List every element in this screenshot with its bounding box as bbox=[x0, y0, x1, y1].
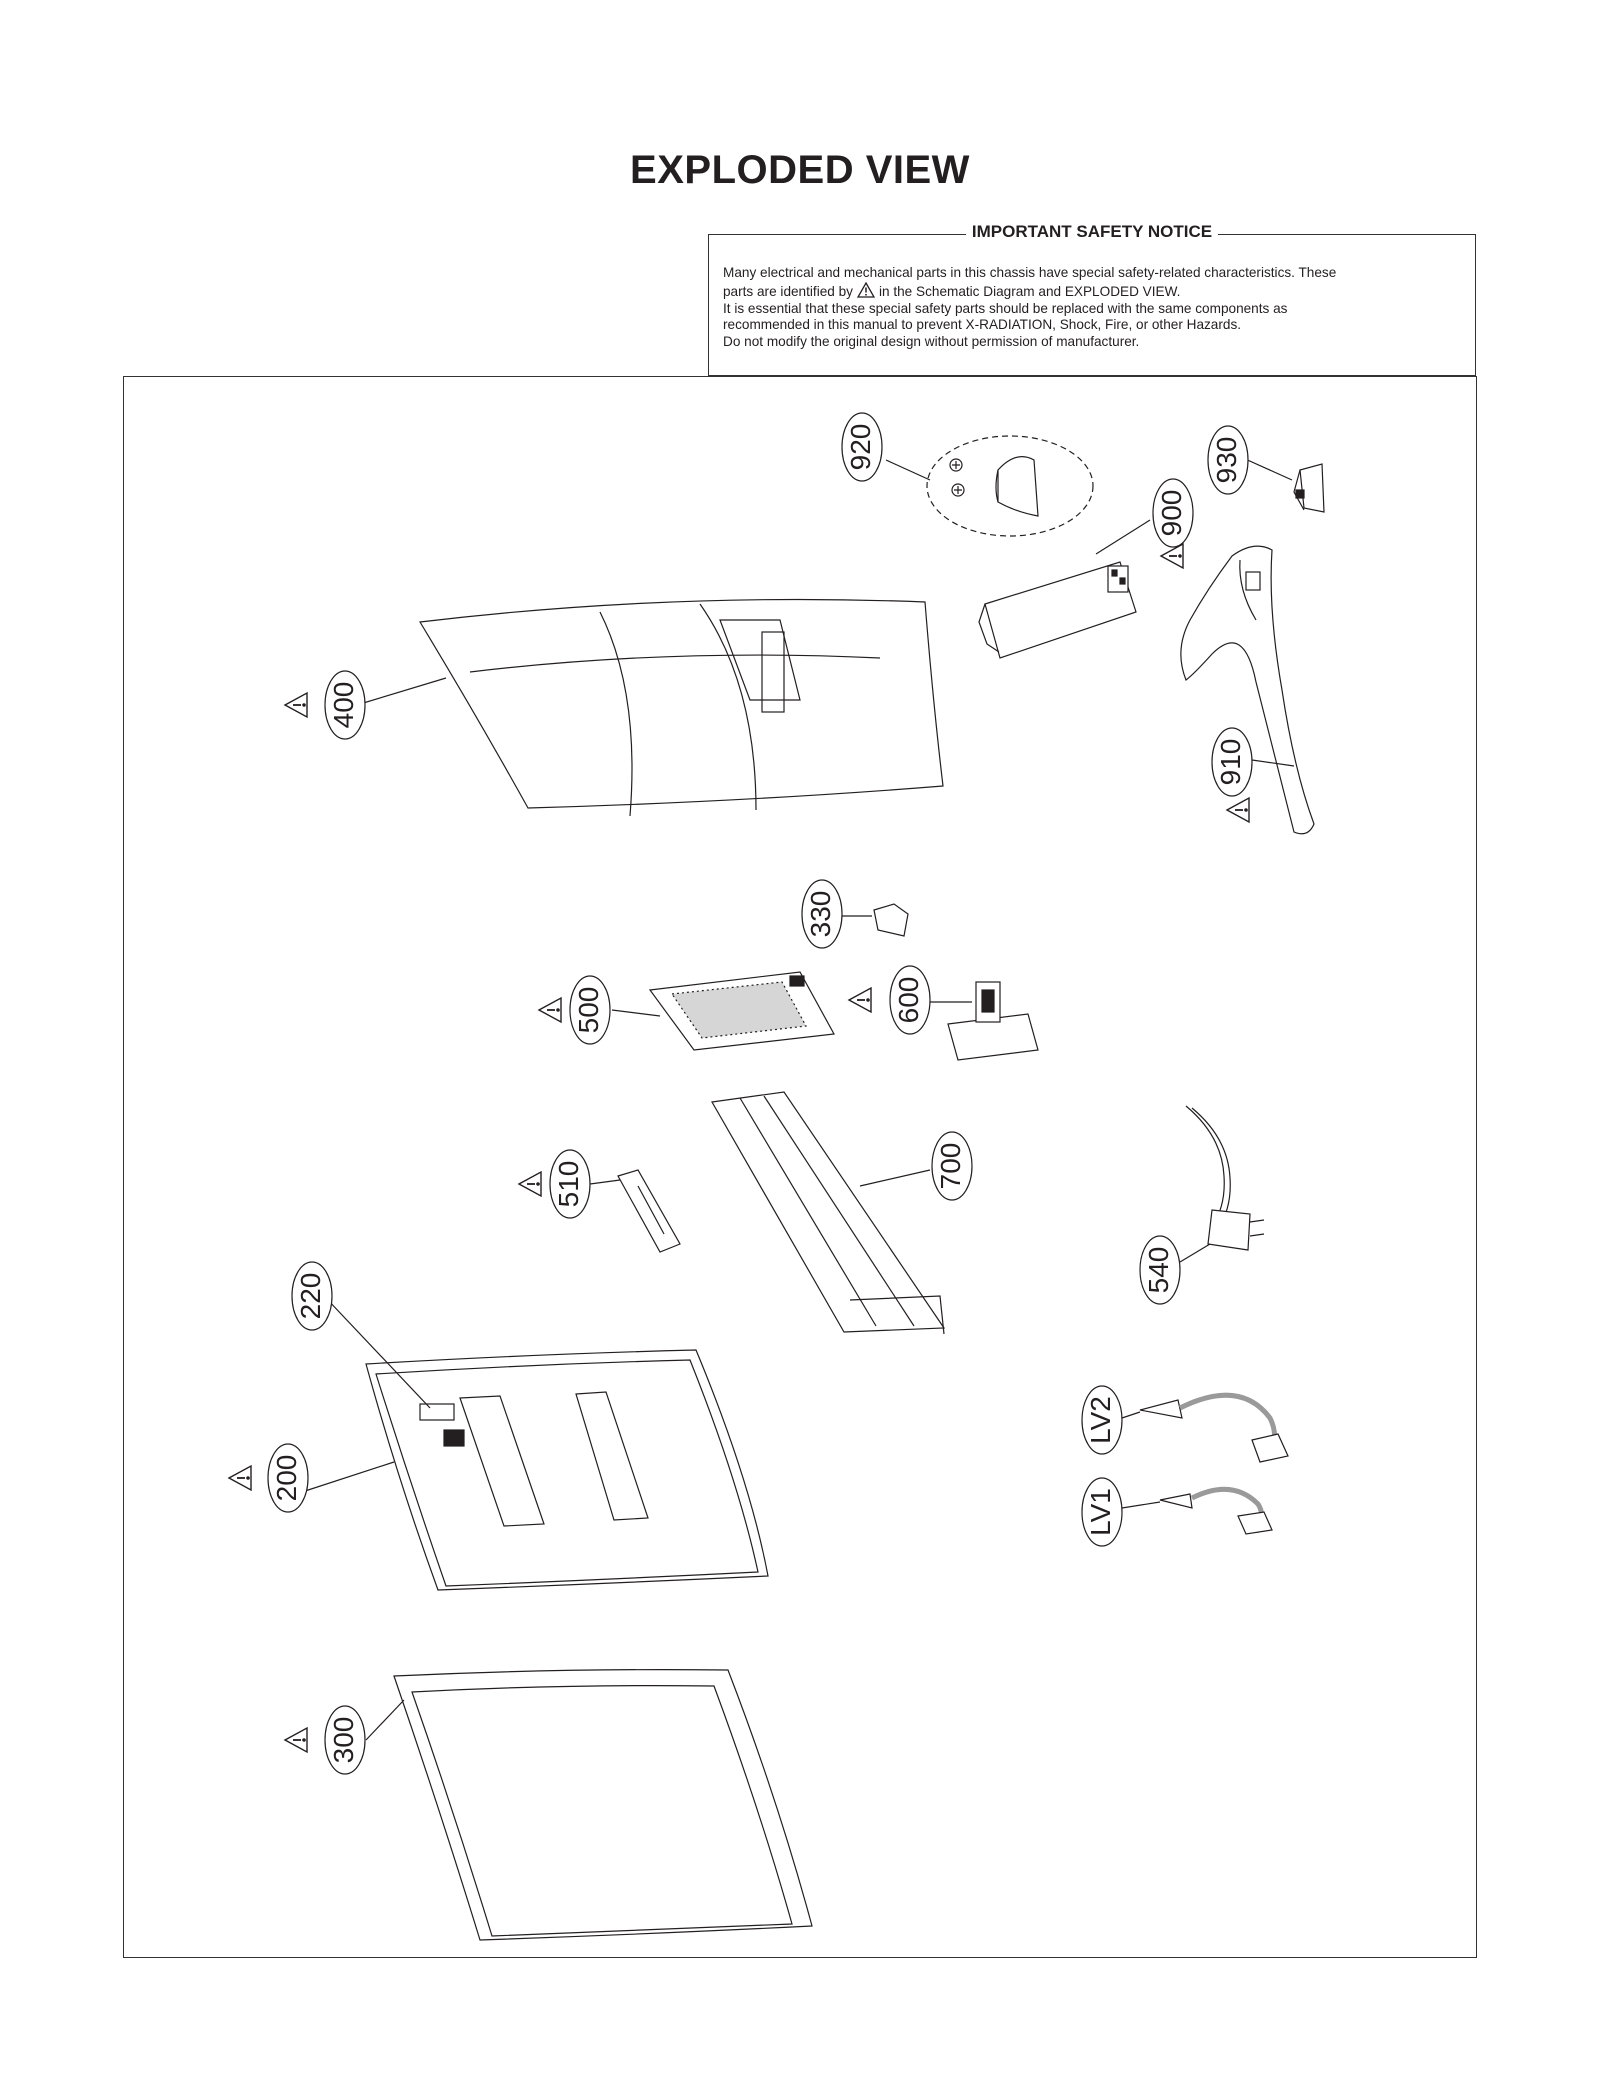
notice-line-3: It is essential that these special safet… bbox=[723, 300, 1288, 316]
safety-notice-box: IMPORTANT SAFETY NOTICE Many electrical … bbox=[708, 222, 1476, 376]
label-220: 220 bbox=[295, 1273, 326, 1320]
warning-triangle-icon bbox=[284, 692, 308, 718]
part-700-main-bracket bbox=[711, 1091, 946, 1335]
label-500: 500 bbox=[573, 987, 604, 1034]
label-bubble-200 bbox=[267, 1443, 309, 1513]
part-220-label bbox=[325, 1297, 431, 1409]
warning-triangle-icon bbox=[518, 1171, 542, 1197]
label-bubble-220 bbox=[291, 1261, 333, 1331]
label-910: 910 bbox=[1215, 739, 1246, 786]
safety-notice-heading: IMPORTANT SAFETY NOTICE bbox=[965, 222, 1219, 241]
label-bubble-500 bbox=[569, 975, 611, 1045]
label-540: 540 bbox=[1143, 1247, 1174, 1294]
label-bubble-510 bbox=[549, 1149, 591, 1219]
part-300-front-frame bbox=[365, 1669, 813, 1941]
part-500-main-board bbox=[611, 971, 835, 1051]
part-510-bracket bbox=[589, 1169, 681, 1253]
label-bubble-lv1 bbox=[1081, 1477, 1123, 1547]
label-bubble-330 bbox=[801, 879, 843, 949]
label-510: 510 bbox=[553, 1161, 584, 1208]
label-bubble-lv2 bbox=[1081, 1385, 1123, 1455]
label-930: 930 bbox=[1211, 437, 1242, 484]
part-400-back-cover bbox=[359, 598, 944, 817]
safety-notice-body: Many electrical and mechanical parts in … bbox=[723, 265, 1461, 351]
notice-line-2-start: parts are identified by bbox=[723, 283, 853, 299]
label-lv1: LV1 bbox=[1085, 1488, 1116, 1536]
label-200: 200 bbox=[271, 1455, 302, 1502]
diagram-frame bbox=[123, 376, 1477, 1958]
label-330: 330 bbox=[805, 891, 836, 938]
label-400: 400 bbox=[328, 682, 359, 729]
warning-triangle-icon bbox=[856, 281, 875, 298]
label-bubble-400 bbox=[324, 670, 366, 740]
label-bubble-910 bbox=[1211, 727, 1253, 797]
label-bubble-540 bbox=[1139, 1235, 1181, 1305]
notice-line-5: Do not modify the original design withou… bbox=[723, 334, 1140, 350]
label-bubble-920 bbox=[841, 412, 883, 482]
label-bubble-600 bbox=[889, 965, 931, 1035]
label-600: 600 bbox=[893, 977, 924, 1024]
warning-triangle-icon bbox=[538, 997, 562, 1023]
part-600-power-board bbox=[930, 981, 1039, 1061]
warning-triangle-icon bbox=[284, 1727, 308, 1753]
part-930-clip bbox=[1242, 457, 1325, 513]
part-540-ac-adapter bbox=[1179, 1105, 1265, 1263]
label-bubble-930 bbox=[1207, 425, 1249, 495]
part-200-panel-assembly bbox=[301, 1349, 769, 1591]
notice-line-2-end: in the Schematic Diagram and EXPLODED VI… bbox=[878, 283, 1181, 299]
part-900-stand-neck bbox=[978, 519, 1151, 659]
warning-triangle-icon bbox=[1160, 543, 1184, 569]
label-300: 300 bbox=[328, 1717, 359, 1764]
label-700: 700 bbox=[935, 1143, 966, 1190]
notice-line-2: parts are identified by in the Schematic … bbox=[723, 281, 1461, 301]
notice-line-1: Many electrical and mechanical parts in … bbox=[723, 265, 1337, 280]
part-lv1-cable bbox=[1121, 1486, 1273, 1535]
label-bubble-700 bbox=[931, 1131, 973, 1201]
notice-line-4: recommended in this manual to prevent X-… bbox=[723, 317, 1242, 333]
part-910-stand-base bbox=[1180, 545, 1315, 835]
part-lv2-cable bbox=[1121, 1392, 1289, 1463]
warning-triangle-icon bbox=[1226, 797, 1250, 823]
part-330-bracket bbox=[840, 903, 909, 937]
warning-triangle-icon bbox=[848, 987, 872, 1013]
warning-triangle-icon bbox=[228, 1465, 252, 1491]
label-bubble-300 bbox=[324, 1705, 366, 1775]
label-920: 920 bbox=[845, 424, 876, 471]
label-900: 900 bbox=[1156, 490, 1187, 537]
part-920-screws-and-cap bbox=[885, 435, 1094, 537]
label-lv2: LV2 bbox=[1085, 1396, 1116, 1444]
page-title: EXPLODED VIEW bbox=[630, 148, 970, 192]
label-bubble-900 bbox=[1152, 478, 1194, 548]
